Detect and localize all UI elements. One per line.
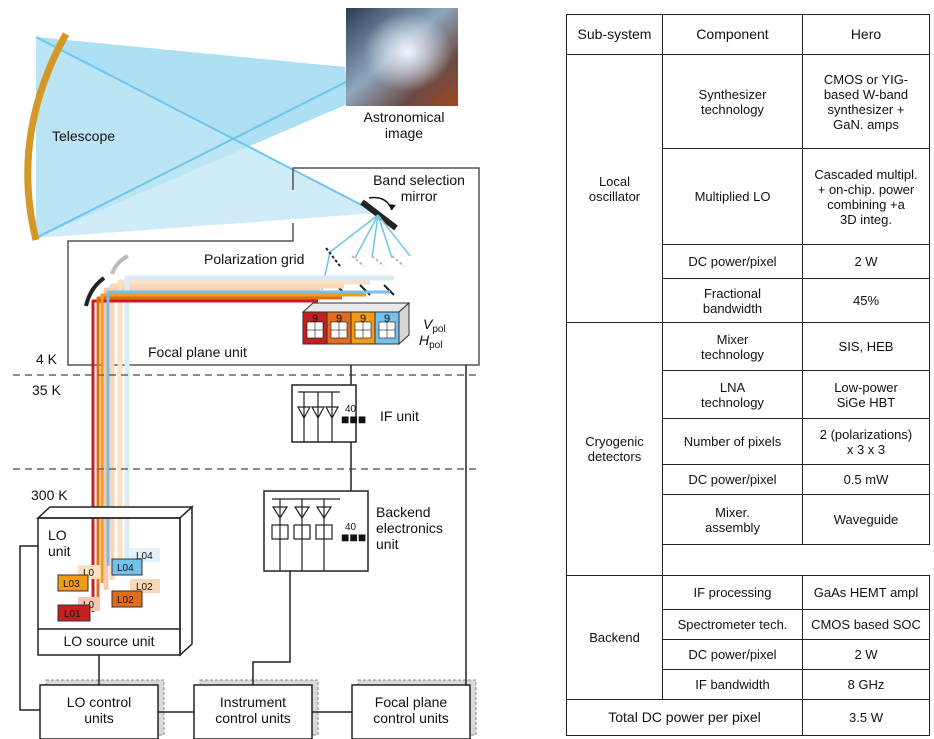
lo-cabinet-top [36, 506, 194, 519]
if-unit-box [291, 384, 357, 443]
hero-cell: CMOS based SOC [802, 609, 930, 640]
beam-ray-b [35, 79, 351, 239]
temp-35k-label: 35 K [32, 382, 61, 398]
hero-cell: Low-power SiGe HBT [802, 370, 930, 419]
backend-channels [271, 498, 340, 571]
svg-text:L0: L0 [83, 568, 95, 579]
focal-plane-array: 9 9 9 9 [301, 301, 411, 346]
component-cell: Synthesizer technology [662, 54, 803, 149]
grid-ghost-wires [351, 255, 405, 267]
component-cell: DC power/pixel [662, 244, 803, 279]
if-unit-label: IF unit [380, 408, 419, 424]
telescope-label: Telescope [52, 128, 115, 144]
backend-channel-count: 40 [345, 522, 357, 533]
hero-cell: 8 GHz [802, 669, 930, 700]
hero-cell: CMOS or YIG- based W-band synthesizer + … [802, 54, 930, 149]
lo2-box [111, 590, 143, 608]
lo2-label: L02 [117, 595, 134, 606]
lo-coupling-mirror-ghost [110, 254, 129, 275]
focal-plane-unit-label: Focal plane unit [148, 344, 247, 360]
component-cell: Spectrometer tech. [662, 609, 803, 640]
temp-300k-label: 300 K [31, 487, 68, 503]
spec-table: Sub-system Component Hero Local oscillat… [566, 14, 930, 736]
hero-cell: 2 W [802, 244, 930, 279]
h-pol-label: Hpol [419, 332, 442, 351]
component-cell: IF bandwidth [662, 669, 803, 700]
lo3-label: L03 [63, 579, 80, 590]
beam-ray-a [35, 36, 378, 214]
hero-cell: 0.5 mW [802, 464, 930, 495]
group-local-oscillator: Local oscillator [566, 54, 663, 323]
pixel-count-2: 9 [336, 313, 342, 325]
lo3-box [57, 574, 89, 592]
group-backend: Backend [566, 575, 663, 700]
lo1-label: L01 [64, 609, 81, 620]
lo-cabinet-side [179, 505, 193, 657]
pixel-count-4: 9 [384, 313, 390, 325]
lo4-box [111, 558, 143, 576]
svg-text:L02: L02 [136, 582, 153, 593]
lo-coupling-mirror [84, 276, 106, 307]
lo1-box [57, 604, 91, 622]
lo-source-unit-label: LO source unit [63, 633, 154, 649]
polarization-grid [325, 247, 341, 267]
pixel-count-1: 9 [312, 313, 318, 325]
hero-cell: 2 W [802, 639, 930, 670]
group-cryogenic-detectors: Cryogenic detectors [566, 322, 663, 576]
lo3-beam [100, 293, 366, 583]
control-wiring [19, 365, 467, 713]
component-cell: DC power/pixel [662, 639, 803, 670]
hero-cell: GaAs HEMT ampl [802, 575, 930, 610]
cryostat-enclosure [67, 167, 480, 366]
lo4-beam [106, 290, 390, 566]
component-cell: Mixer technology [662, 322, 803, 371]
astronomical-image-glow [346, 8, 458, 106]
if-channel-count: 40 [345, 404, 357, 415]
hero-cell: 45% [802, 278, 930, 323]
mirror-beam [36, 37, 377, 238]
band-selection-mirror [360, 199, 398, 231]
lo4-label: L04 [117, 563, 134, 574]
total-dc-power-value: 3.5 W [802, 699, 930, 736]
temp-4k-label: 4 K [36, 351, 58, 367]
mirror-rotation-arrowhead [388, 204, 396, 210]
if-ellipsis: ■■■ [341, 411, 366, 427]
telescope-dish [24, 32, 70, 241]
lo-unit-box [37, 517, 181, 656]
header-component: Component [662, 14, 803, 55]
component-cell: Fractional bandwidth [662, 278, 803, 323]
polarization-grid-label: Polarization grid [204, 251, 304, 267]
lo2-beam [96, 296, 342, 598]
total-dc-power-label: Total DC power per pixel [566, 699, 803, 736]
component-cell: Multiplied LO [662, 148, 803, 245]
header-subsystem: Sub-system [566, 14, 663, 55]
hero-cell: Cascaded multipl. + on-chip. power combi… [802, 148, 930, 245]
header-hero: Hero [802, 14, 930, 55]
v-pol-label: Vpol [423, 316, 446, 335]
component-cell: Number of pixels [662, 418, 803, 465]
component-cell: Mixer. assembly [662, 494, 803, 545]
component-cell: DC power/pixel [662, 464, 803, 495]
if-amplifiers [296, 391, 340, 442]
svg-text:L04: L04 [136, 551, 153, 562]
backend-ellipsis: ■■■ [341, 529, 366, 545]
component-cell: IF processing [662, 575, 803, 610]
hero-cell: 2 (polarizations) x 3 x 3 [802, 418, 930, 465]
pixel-count-3: 9 [360, 313, 366, 325]
hero-cell: SIS, HEB [802, 322, 930, 371]
lo-ghost-beams [103, 275, 394, 590]
focal-plane-control-units-box [351, 684, 471, 739]
component-cell: LNA technology [662, 370, 803, 419]
hero-cell: Waveguide [802, 494, 930, 545]
